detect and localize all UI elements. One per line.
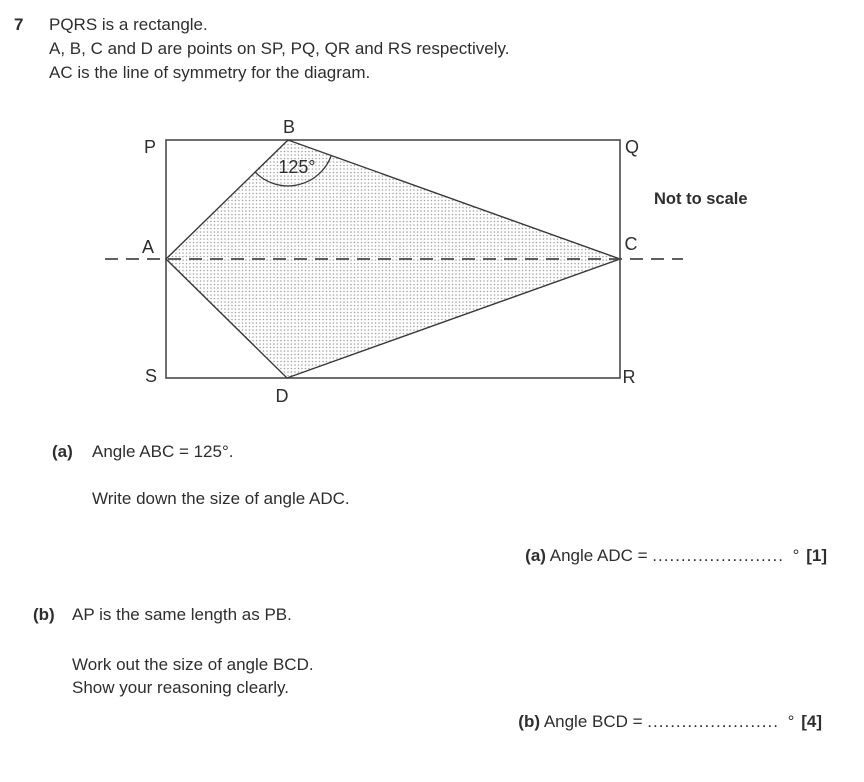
angle-value-label: 125° bbox=[278, 157, 315, 177]
part-b-answer-line: (b) Angle BCD = ....................... … bbox=[518, 712, 822, 732]
intro-line-3: AC is the line of symmetry for the diagr… bbox=[49, 63, 371, 82]
part-a-marks-badge: [1] bbox=[806, 546, 827, 565]
part-a-label: (a) bbox=[52, 442, 73, 461]
question-intro: PQRS is a rectangle. A, B, C and D are p… bbox=[49, 13, 509, 85]
intro-line-1: PQRS is a rectangle. bbox=[49, 15, 208, 34]
vertex-label-Q: Q bbox=[625, 137, 639, 157]
part-a-degree-symbol: ° bbox=[792, 546, 800, 565]
part-b-marks-badge: [4] bbox=[801, 712, 822, 731]
part-b-prompt-line-2: Show your reasoning clearly. bbox=[72, 678, 290, 697]
vertex-label-B: B bbox=[283, 117, 295, 137]
part-a-answer-prefix: Angle ADC = bbox=[549, 546, 648, 565]
vertex-label-P: P bbox=[144, 137, 156, 157]
part-b-answer-label: (b) bbox=[518, 712, 541, 731]
part-b-answer-prefix: Angle BCD = bbox=[543, 712, 643, 731]
vertex-label-S: S bbox=[145, 366, 157, 386]
not-to-scale-note: Not to scale bbox=[654, 190, 748, 208]
intro-line-2: A, B, C and D are points on SP, PQ, QR a… bbox=[49, 39, 510, 58]
part-a-answer-line: (a) Angle ADC = ....................... … bbox=[525, 546, 827, 566]
part-a-answer-blank: ....................... bbox=[652, 546, 784, 565]
part-b-answer-blank: ....................... bbox=[647, 712, 779, 731]
part-b-label: (b) bbox=[33, 605, 55, 624]
part-a-statement: Angle ABC = 125°. bbox=[92, 442, 234, 461]
part-b-degree-symbol: ° bbox=[787, 712, 795, 731]
part-a-answer-label: (a) bbox=[525, 546, 546, 565]
vertex-label-D: D bbox=[276, 386, 289, 406]
angle-arc-B bbox=[254, 155, 332, 187]
vertex-label-R: R bbox=[623, 367, 636, 387]
part-b-prompt-line-1: Work out the size of angle BCD. bbox=[72, 655, 314, 674]
part-b-statement: AP is the same length as PB. bbox=[72, 605, 292, 624]
question-number: 7 bbox=[14, 15, 24, 34]
vertex-label-C: C bbox=[625, 234, 638, 254]
diagram-area: P Q S R A B C D 125° Not to scale bbox=[0, 105, 864, 417]
geometry-diagram: P Q S R A B C D 125° Not to scale bbox=[105, 117, 748, 406]
vertex-label-A: A bbox=[142, 237, 154, 257]
part-a-prompt: Write down the size of angle ADC. bbox=[92, 489, 350, 508]
